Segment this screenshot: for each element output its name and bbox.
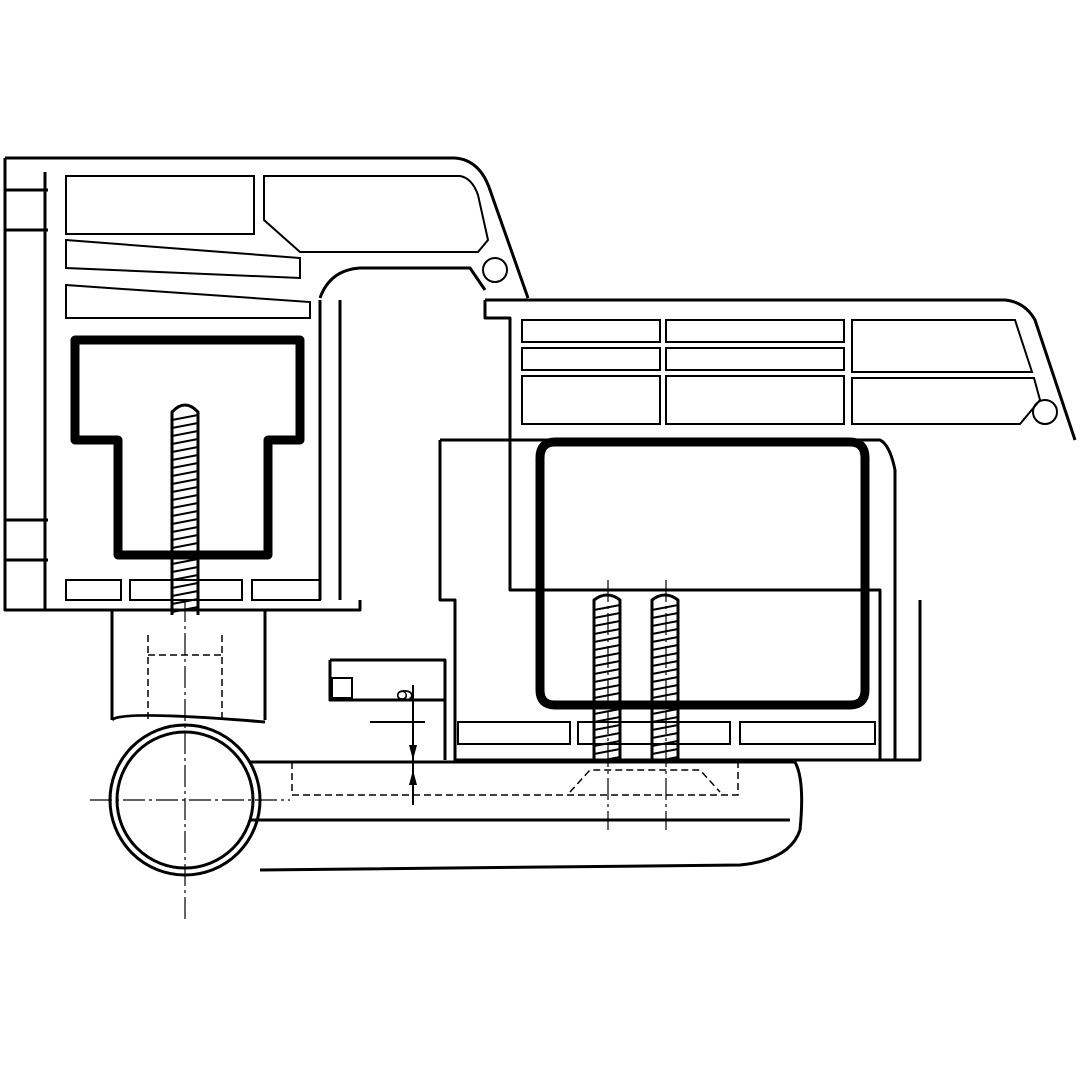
screw-thread [171, 454, 199, 461]
screw-thread [171, 430, 199, 437]
screw-thread [651, 700, 679, 707]
screw-thread [651, 716, 679, 723]
screw-thread [171, 558, 199, 565]
screw-thread [593, 724, 621, 731]
screw-thread [651, 732, 679, 739]
screw-thread [171, 462, 199, 469]
screw-thread [593, 756, 621, 763]
screw-thread [593, 740, 621, 747]
screw-thread [593, 732, 621, 739]
screw-thread [651, 692, 679, 699]
screw-thread [171, 422, 199, 429]
screw-thread [651, 652, 679, 659]
screw-thread [593, 660, 621, 667]
screw-thread [171, 446, 199, 453]
screw-thread [651, 724, 679, 731]
left-frame-profile [3, 156, 530, 612]
screw-thread [171, 502, 199, 509]
screw-thread [593, 644, 621, 651]
screw-thread [171, 542, 199, 549]
screw-thread [593, 604, 621, 611]
dimension-label: 6 [392, 688, 418, 702]
dimension-line [370, 685, 425, 805]
screw-thread [171, 598, 199, 605]
hinge-hardware [90, 580, 804, 920]
screw-thread [171, 478, 199, 485]
screw-thread [651, 676, 679, 683]
screw-thread [651, 612, 679, 619]
screw-thread [593, 636, 621, 643]
screw-thread [651, 620, 679, 627]
screw-thread [651, 684, 679, 691]
screw-thread [651, 708, 679, 715]
screw-thread [171, 590, 199, 597]
screw-thread [593, 620, 621, 627]
screw-thread [171, 606, 199, 613]
screw-thread [593, 668, 621, 675]
right-steel-reinforcement [535, 437, 870, 710]
screw-thread [171, 510, 199, 517]
screw-thread [651, 756, 679, 763]
screw-thread [593, 716, 621, 723]
screws [170, 403, 680, 763]
screw-thread [651, 668, 679, 675]
screw-thread [651, 748, 679, 755]
left-steel-reinforcement [70, 335, 305, 560]
screw-thread [651, 740, 679, 747]
right-sash-profile [438, 298, 1077, 762]
screw-thread [593, 684, 621, 691]
screw-thread [593, 708, 621, 715]
screw-thread [651, 660, 679, 667]
screw-thread [171, 470, 199, 477]
screw-thread [651, 636, 679, 643]
screw-thread [651, 644, 679, 651]
screw-thread [171, 550, 199, 557]
screw-thread [593, 628, 621, 635]
screw-thread [171, 582, 199, 589]
screw-thread [171, 414, 199, 421]
screw-thread [593, 612, 621, 619]
screw-thread [171, 566, 199, 573]
screw-thread [593, 652, 621, 659]
screw-thread [593, 676, 621, 683]
screw-thread [593, 700, 621, 707]
screw-thread [171, 486, 199, 493]
screw-thread [171, 438, 199, 445]
screw-thread [593, 748, 621, 755]
screw-thread [651, 628, 679, 635]
screw-thread [171, 526, 199, 533]
screw-thread [651, 604, 679, 611]
screw-thread [593, 692, 621, 699]
screw-thread [171, 534, 199, 541]
screw-thread [171, 494, 199, 501]
screw-thread [171, 518, 199, 525]
screw-thread [171, 574, 199, 581]
